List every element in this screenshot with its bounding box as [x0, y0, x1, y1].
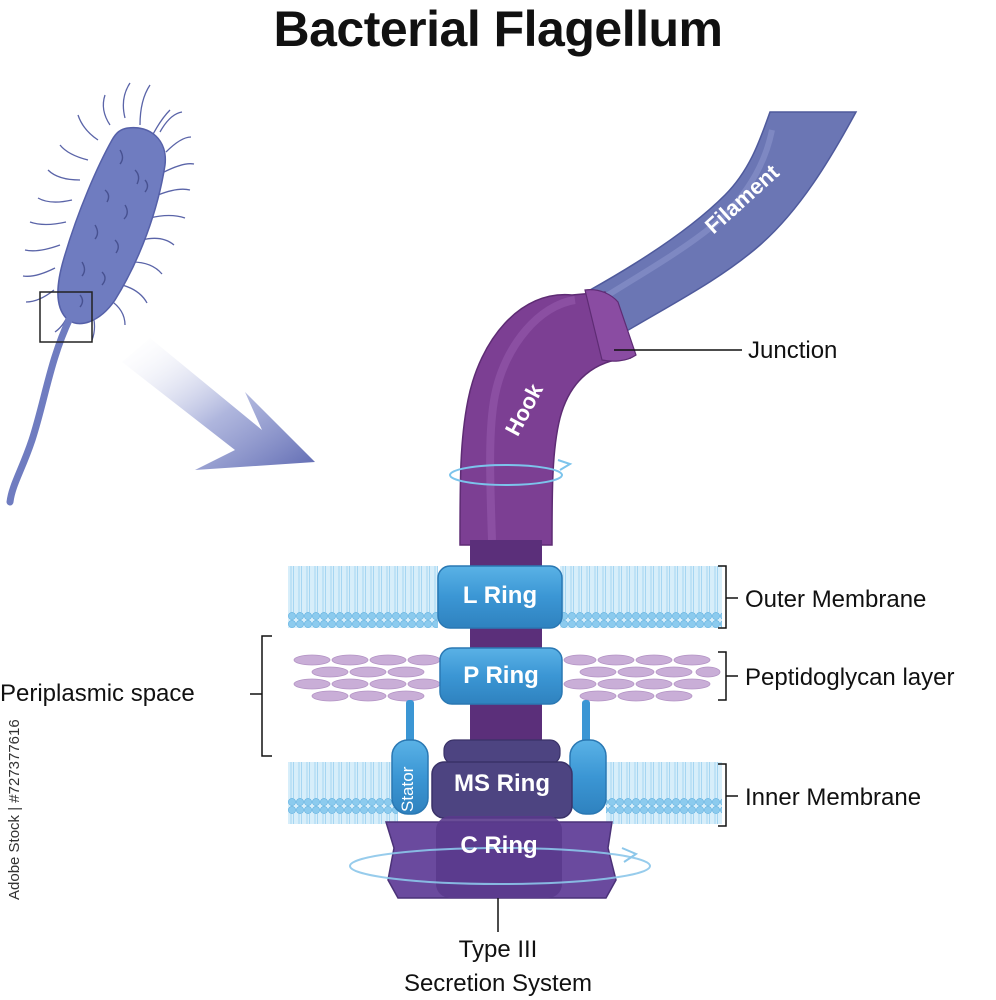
hook-shape — [449, 289, 637, 546]
zoom-arrow — [122, 338, 315, 470]
ms-ring-label: MS Ring — [454, 770, 550, 797]
ms-ring-shape — [431, 739, 573, 819]
p-ring-shape — [439, 647, 563, 705]
peptidoglycan-shape — [293, 654, 721, 702]
peptidoglycan-label: Peptidoglycan layer — [745, 664, 955, 691]
outer-membrane-label: Outer Membrane — [745, 586, 927, 613]
inner-membrane-shape — [288, 762, 722, 824]
inner-membrane-label: Inner Membrane — [745, 784, 922, 811]
label-brackets — [250, 349, 742, 932]
c-ring-shape — [349, 816, 651, 899]
stock-watermark: Adobe Stock | #727377616 — [6, 719, 23, 900]
page-title: Bacterial Flagellum — [273, 1, 724, 57]
l-ring-label: L Ring — [462, 582, 538, 609]
outer-membrane-shape — [288, 566, 722, 628]
c-ring-label: C Ring — [460, 832, 538, 859]
stator-shape — [391, 700, 607, 815]
p-ring-label: P Ring — [463, 662, 539, 689]
periplasmic-label: Periplasmic space — [0, 680, 195, 707]
stator-label: Stator — [398, 766, 417, 812]
junction-label: Junction — [748, 337, 838, 364]
l-ring-shape — [437, 565, 563, 629]
bacterium — [6, 82, 195, 506]
type3-label-line2: Secretion System — [403, 970, 593, 997]
type3-label-line1: Type III — [458, 936, 538, 963]
